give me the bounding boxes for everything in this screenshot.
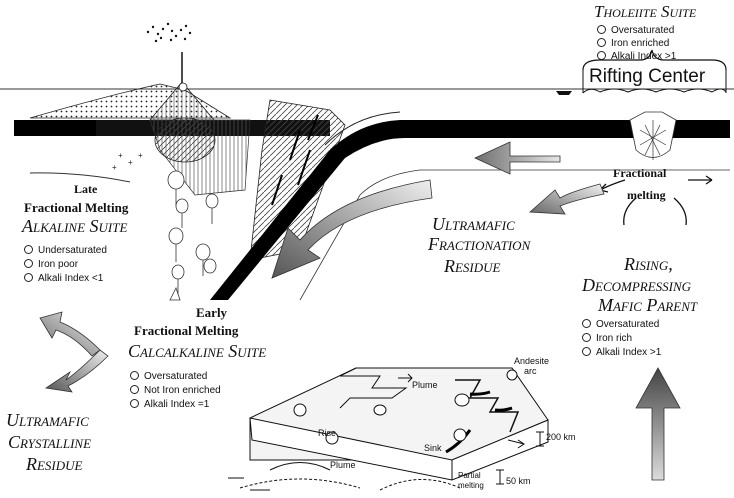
rising-item: Oversaturated [582,318,659,331]
block-diagram [228,367,549,491]
alkaline-fractional-melting: Fractional Melting [24,200,129,215]
alkaline-late: Late [74,182,98,196]
ash-cloud [146,22,192,43]
alkaline-item: Undersaturated [24,244,107,257]
rise-label: Rise [318,428,337,438]
left-plate [14,120,96,136]
calcalkaline-fractional-melting: Fractional Melting [134,323,239,338]
andesite-label: Andesite [514,356,550,366]
arrow-up-rising [635,367,681,481]
alkaline-title: Alkaline Suite [22,216,128,236]
tholeiite-item: Alkali Index >1 [597,50,676,63]
magma-chamber [154,117,216,163]
vent [178,82,188,92]
ship-icon [556,91,572,95]
plume-bottom-label: Plume [330,460,356,470]
alkaline-rise-line [29,172,131,183]
arrow-down-mantle [271,179,433,279]
ultramafic-crystalline-3: Residue [26,454,83,474]
ultramafic-fractionation-3: Residue [444,256,501,276]
arrow-curve-left [39,311,101,357]
rift-brace [582,49,727,71]
rising-item: Iron rich [582,332,632,345]
arrow-to-fractionation [529,183,605,215]
ultramafic-crystalline-1: Ultramafic [6,410,89,430]
calcalkaline-item: Oversaturated [130,370,207,383]
arc-label: arc [524,366,537,376]
fractional-melting-label-2: melting [627,188,666,202]
calcalkaline-title: Calcalkaline Suite [128,341,267,361]
scale-50-label: 50 km [506,476,531,486]
crosses: ++++ [112,151,143,172]
calcalkaline-early: Early [196,305,228,320]
rising-label-1: Rising, [624,254,673,274]
calcalkaline-item: Alkali Index =1 [130,398,209,411]
scale-200-label: 200 km [546,432,576,442]
alkaline-item: Alkali Index <1 [24,272,103,285]
sink-label: Sink [424,443,442,453]
partial-label: Partial [458,471,481,480]
rising-item: Alkali Index >1 [582,346,661,359]
tholeiite-item: Oversaturated [597,24,674,37]
subducting-slab [210,120,730,300]
alkaline-item: Iron poor [24,258,78,271]
arrow-to-trench [474,141,561,175]
melting-label: melting [458,481,484,490]
svg-text:+: + [138,151,143,160]
rifting-center-label: Rifting Center [589,66,706,87]
ultramafic-crystalline-2: Crystalline [8,432,92,452]
svg-text:+: + [118,151,123,160]
rising-label-3: Mafic Parent [598,295,698,315]
fractional-melting-label-1: Fractional [613,166,667,180]
ultramafic-fractionation-1: Ultramafic [432,214,515,234]
arrow-curve-down [44,349,109,393]
tholeiite-title: Tholeiite Suite [594,2,697,21]
rising-label-2: Decompressing [582,275,692,295]
svg-text:+: + [128,158,133,167]
calcalkaline-item: Not Iron enriched [130,384,221,397]
svg-text:+: + [112,163,117,172]
plume-top-label: Plume [412,380,438,390]
ultramafic-fractionation-2: Fractionation [428,234,531,254]
tholeiite-item: Iron enriched [597,37,669,50]
slab-top-line [324,111,401,146]
rising-diapirs [167,170,219,301]
lithosphere-base [299,169,730,301]
